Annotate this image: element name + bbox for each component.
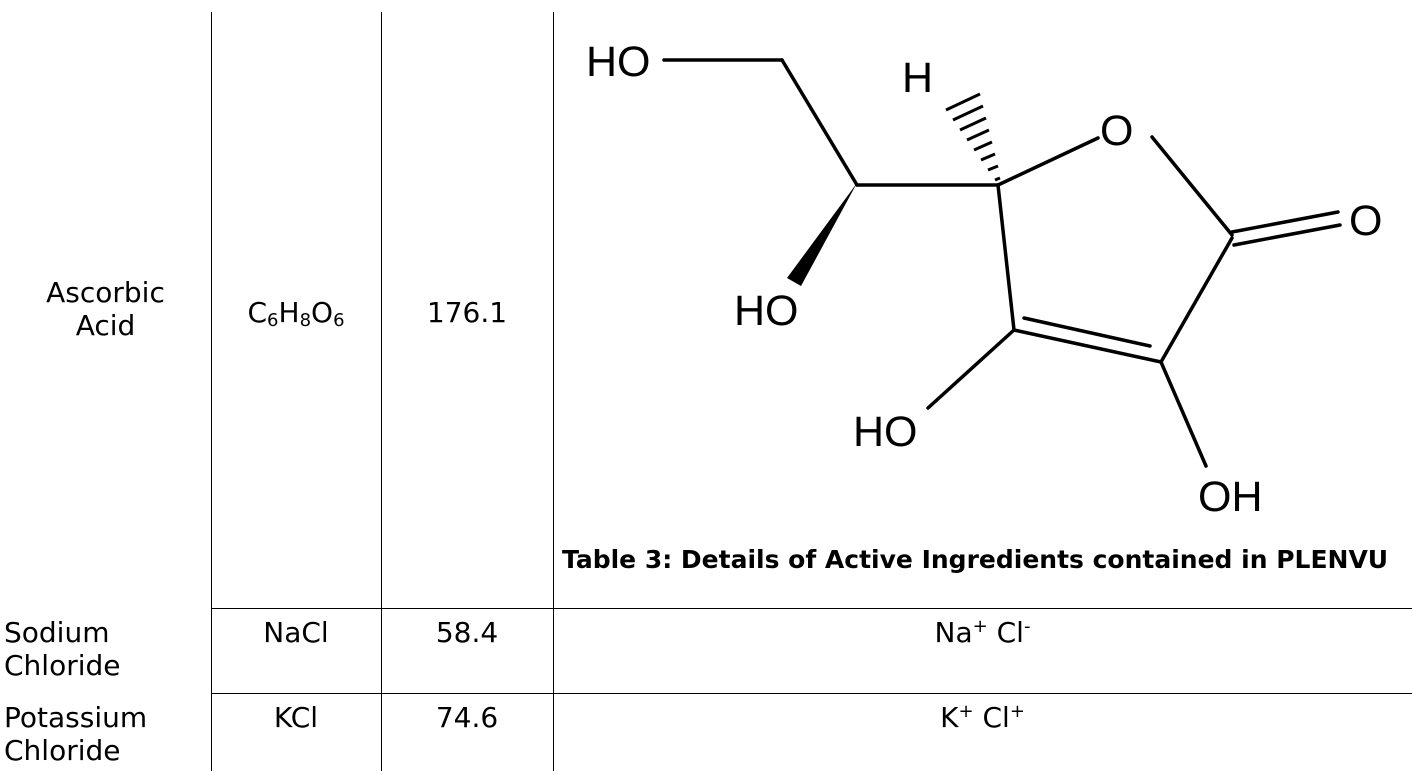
bond-c1-carbonyl-a (1230, 210, 1340, 234)
sodium-chloride-formula: NaCl (263, 616, 329, 649)
sodium-chloride-name: Sodium Chloride (4, 616, 209, 682)
sodium-chloride-structure: Na+ Cl- (934, 616, 1031, 649)
label-ho-top: HO (586, 38, 651, 86)
table-caption: Table 3: Details of Active Ingredients c… (562, 545, 1389, 574)
row-divider-2 (211, 693, 1412, 694)
bond-c1-carbonyl-b (1232, 223, 1342, 247)
potassium-chloride-name: Potassium Chloride (4, 701, 209, 767)
bond-c3-c4 (996, 183, 1016, 332)
name-line-1: Potassium (4, 701, 148, 734)
bond-c2-c3-inner (1022, 316, 1152, 348)
column-divider-1 (211, 12, 212, 771)
bond-c2-oh (1159, 360, 1208, 468)
label-o-carbonyl: O (1349, 197, 1382, 245)
ascorbic-acid-formula: C6H8O6 (247, 296, 345, 331)
ascorbic-acid-name: Ascorbic Acid (0, 276, 211, 342)
label-h-stereo: H (902, 54, 933, 102)
name-line-2: Chloride (4, 649, 121, 682)
label-oh-bottom: OH (1198, 473, 1263, 521)
potassium-chloride-formula: KCl (273, 701, 319, 734)
hashed-bond (945, 92, 1001, 182)
potassium-chloride-structure: K+ Cl+ (940, 701, 1025, 734)
bond-c3-oh (926, 328, 1016, 410)
bond-c4-ring-o (996, 136, 1100, 187)
name-line-2: Acid (75, 309, 136, 342)
column-divider-3 (553, 12, 554, 771)
wedge-bond (787, 183, 857, 286)
potassium-chloride-molecular-weight: 74.6 (435, 701, 499, 734)
name-line-1: Ascorbic (46, 276, 165, 309)
bond-c1-c2 (1159, 236, 1234, 364)
label-ho-mid: HO (734, 287, 799, 335)
bond-ch2-c5 (780, 58, 859, 187)
label-o-ring: O (1100, 107, 1133, 155)
sodium-chloride-molecular-weight: 58.4 (435, 616, 499, 649)
row-divider-1 (211, 608, 1412, 609)
ascorbic-acid-structure-diagram: HO H O O HO HO OH (586, 38, 1382, 521)
ascorbic-acid-molecular-weight: 176.1 (426, 296, 508, 329)
bond-c2-c3 (1012, 328, 1163, 364)
column-divider-2 (381, 12, 382, 771)
name-line-1: Sodium (4, 616, 110, 649)
bond-ring-o-c1 (1150, 135, 1234, 237)
label-ho-lower: HO (853, 408, 918, 456)
name-line-2: Chloride (4, 734, 121, 767)
